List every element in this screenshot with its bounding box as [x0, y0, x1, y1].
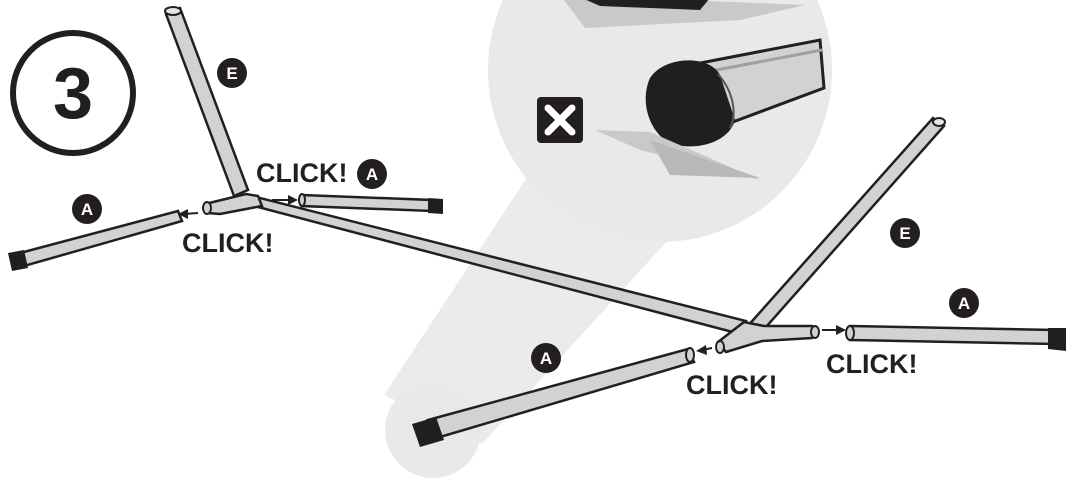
part-badge-a-right: A: [949, 288, 979, 318]
left-tube-e: [164, 6, 250, 198]
part-label-e: E: [899, 224, 910, 243]
part-label-a: A: [958, 294, 970, 313]
left-assembly: [8, 6, 748, 337]
left-tube-a-right: [298, 193, 443, 214]
part-label-a: A: [81, 200, 93, 219]
left-tube-a-left: [8, 209, 184, 271]
zoom-callout: [384, 0, 832, 478]
step-indicator: 3: [10, 30, 136, 156]
part-label-a: A: [540, 349, 552, 368]
part-badge-a-bottom: A: [531, 343, 561, 373]
zoom-detail-content: [563, 0, 826, 180]
x-mark-icon: [537, 97, 583, 143]
right-tube-a-right: [845, 324, 1066, 351]
part-badge-e-left: E: [217, 58, 247, 88]
step-circle: [10, 30, 136, 156]
step-number: 3: [53, 54, 93, 134]
left-connector-hub: [203, 192, 264, 216]
end-cap: [428, 198, 443, 214]
right-arrows: [696, 325, 846, 355]
part-label-a: A: [366, 165, 378, 184]
part-label-e: E: [226, 64, 237, 83]
click-callout: CLICK!: [686, 370, 777, 400]
right-tube-a-bottom: [412, 347, 696, 447]
click-callout: CLICK!: [182, 228, 273, 258]
part-badge-a-left: A: [72, 194, 102, 224]
left-arrows: [178, 195, 298, 219]
end-cap: [8, 250, 28, 271]
part-badge-a-top: A: [357, 159, 387, 189]
part-badge-e-right: E: [890, 218, 920, 248]
click-callout: CLICK!: [826, 349, 917, 379]
click-callout: CLICK!: [256, 158, 347, 188]
right-assembly: [412, 116, 1066, 447]
end-cap: [412, 417, 444, 447]
end-cap: [1048, 328, 1066, 351]
